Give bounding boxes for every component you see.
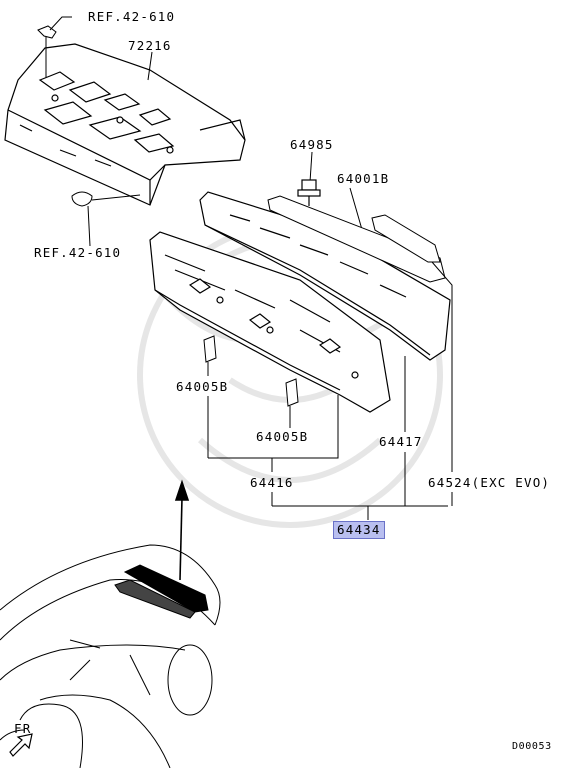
label-ref-left: REF.42-610 [34, 245, 122, 260]
bracket-64005b-a [204, 336, 216, 362]
label-part-64985: 64985 [290, 137, 334, 152]
label-part-64005b-a: 64005B [176, 379, 229, 394]
label-part-72216: 72216 [128, 38, 172, 53]
label-part-64416: 64416 [250, 475, 294, 490]
car-outline [0, 545, 220, 768]
hierarchy-lines [208, 262, 452, 520]
label-part-64005b-b: 64005B [256, 429, 309, 444]
car-rear-panel-highlight [115, 565, 208, 618]
parcel-shelf-panel [5, 44, 245, 205]
label-ref-top: REF.42-610 [88, 9, 176, 24]
back-panel-64417 [150, 232, 390, 412]
bracket-64005b-b [286, 379, 298, 406]
rear-panel-64001b [200, 192, 450, 360]
reinforcement-strip [268, 196, 445, 282]
label-part-64434[interactable]: 64434 [333, 521, 385, 539]
label-part-64524: 64524(EXC EVO) [428, 475, 551, 490]
ref-clip-left [72, 192, 140, 246]
grommet-64985 [297, 179, 321, 206]
label-part-64417: 64417 [379, 434, 423, 449]
label-front-marker: FR [14, 721, 32, 736]
label-part-64001b: 64001B [337, 171, 390, 186]
location-arrow [176, 482, 188, 580]
front-direction-arrow [10, 734, 32, 756]
label-diagram-code: D00053 [512, 741, 552, 752]
